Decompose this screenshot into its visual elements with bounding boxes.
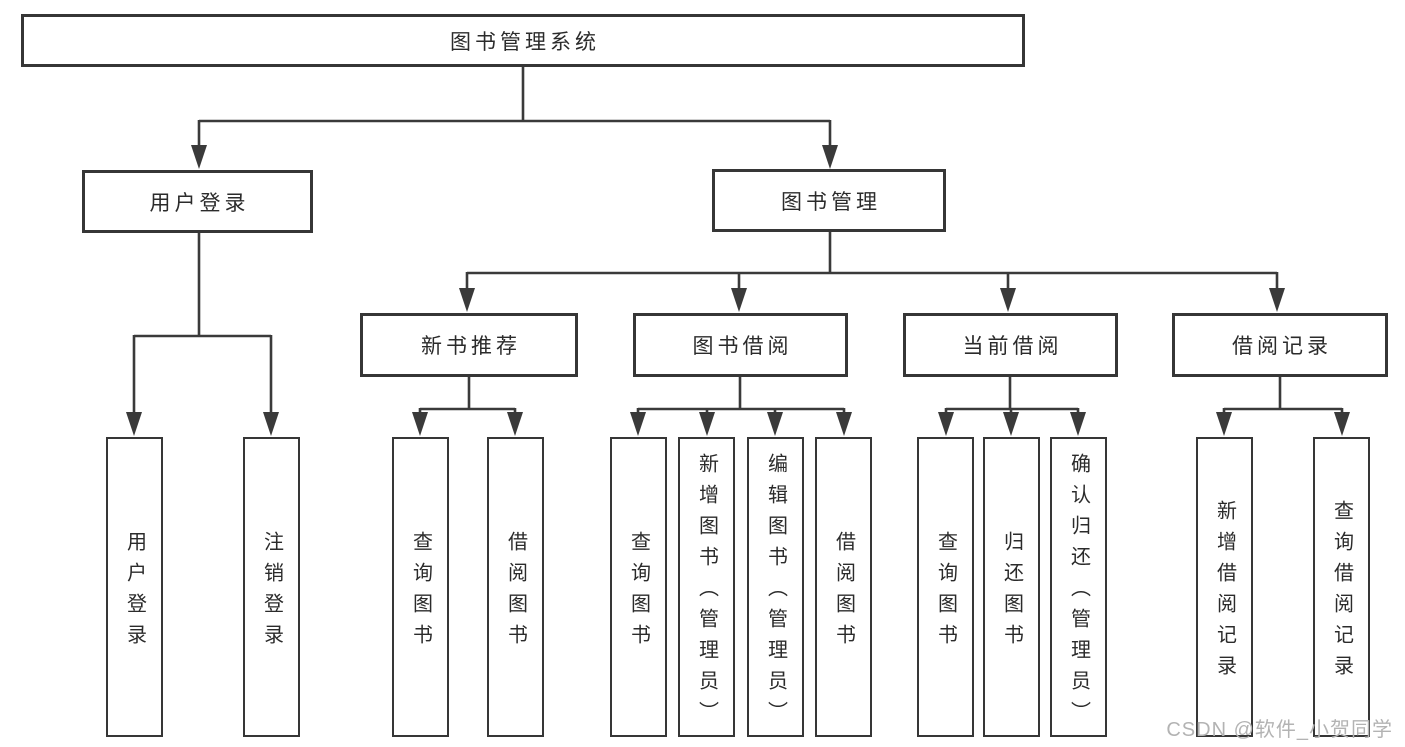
leaf-newbooks-query: 查询图书 xyxy=(392,437,449,737)
arrow-leaf xyxy=(1070,412,1086,436)
leaf-current-confirm-admin: 确认归还（管理员） xyxy=(1050,437,1107,737)
leaf-logout: 注销登录 xyxy=(243,437,300,737)
leaf-user-login-label: 用户登录 xyxy=(123,530,146,655)
leaf-current-return-label: 归还图书 xyxy=(1000,530,1023,655)
arrow-leaf xyxy=(1003,412,1019,436)
node-new-book-recommend: 新书推荐 xyxy=(360,313,578,377)
leaf-newbooks-query-label: 查询图书 xyxy=(409,530,432,655)
arrow-l3 xyxy=(1269,288,1285,312)
arrow-leaf xyxy=(1334,412,1350,436)
leaf-borrow-borrow: 借阅图书 xyxy=(815,437,872,737)
node-book-borrow: 图书借阅 xyxy=(633,313,848,377)
leaf-records-add-label: 新增借阅记录 xyxy=(1213,499,1236,686)
node-new-book-recommend-label: 新书推荐 xyxy=(421,335,521,358)
arrow-leaf xyxy=(507,412,523,436)
leaf-current-return: 归还图书 xyxy=(983,437,1040,737)
arrow-leaf xyxy=(767,412,783,436)
csdn-watermark: CSDN @软件_小贺同学 xyxy=(1166,719,1393,741)
leaf-records-add: 新增借阅记录 xyxy=(1196,437,1253,737)
leaf-borrow-edit-admin-label: 编辑图书（管理员） xyxy=(764,453,787,732)
arrow-l3 xyxy=(1000,288,1016,312)
node-book-borrow-label: 图书借阅 xyxy=(692,335,793,358)
leaf-records-query-label: 查询借阅记录 xyxy=(1330,499,1353,686)
leaf-borrow-query: 查询图书 xyxy=(610,437,667,737)
node-user-login: 用户登录 xyxy=(82,170,313,233)
leaf-borrow-query-label: 查询图书 xyxy=(627,530,650,655)
node-user-login-label: 用户登录 xyxy=(149,191,250,215)
leaf-user-login: 用户登录 xyxy=(106,437,163,737)
arrow-leaf xyxy=(263,412,279,436)
leaf-current-confirm-admin-label: 确认归还（管理员） xyxy=(1067,453,1090,732)
arrow-leaf xyxy=(699,412,715,436)
leaf-borrow-borrow-label: 借阅图书 xyxy=(832,530,855,655)
arrow-leaf xyxy=(126,412,142,436)
leaf-current-query-label: 查询图书 xyxy=(934,530,957,655)
arrow-leaf xyxy=(630,412,646,436)
arrow-leaf xyxy=(938,412,954,436)
arrow-login xyxy=(191,145,207,169)
arrow-l3 xyxy=(459,288,475,312)
node-current-borrow: 当前借阅 xyxy=(903,313,1118,377)
node-book-management: 图书管理 xyxy=(712,169,946,232)
arrow-mgmt xyxy=(822,145,838,169)
node-root-label: 图书管理系统 xyxy=(450,30,600,54)
node-current-borrow-label: 当前借阅 xyxy=(962,335,1063,358)
leaf-records-query: 查询借阅记录 xyxy=(1313,437,1370,737)
leaf-borrow-add-admin-label: 新增图书（管理员） xyxy=(695,453,718,732)
leaf-newbooks-borrow-label: 借阅图书 xyxy=(504,530,527,655)
arrow-leaf xyxy=(836,412,852,436)
arrow-leaf xyxy=(1216,412,1232,436)
leaf-logout-label: 注销登录 xyxy=(260,530,283,655)
node-root-system: 图书管理系统 xyxy=(21,14,1025,67)
node-borrow-records-label: 借阅记录 xyxy=(1232,335,1332,358)
arrow-leaf xyxy=(412,412,428,436)
node-borrow-records: 借阅记录 xyxy=(1172,313,1388,377)
leaf-current-query: 查询图书 xyxy=(917,437,974,737)
leaf-borrow-edit-admin: 编辑图书（管理员） xyxy=(747,437,804,737)
node-book-management-label: 图书管理 xyxy=(781,190,881,214)
leaf-newbooks-borrow: 借阅图书 xyxy=(487,437,544,737)
arrow-l3 xyxy=(731,288,747,312)
leaf-borrow-add-admin: 新增图书（管理员） xyxy=(678,437,735,737)
